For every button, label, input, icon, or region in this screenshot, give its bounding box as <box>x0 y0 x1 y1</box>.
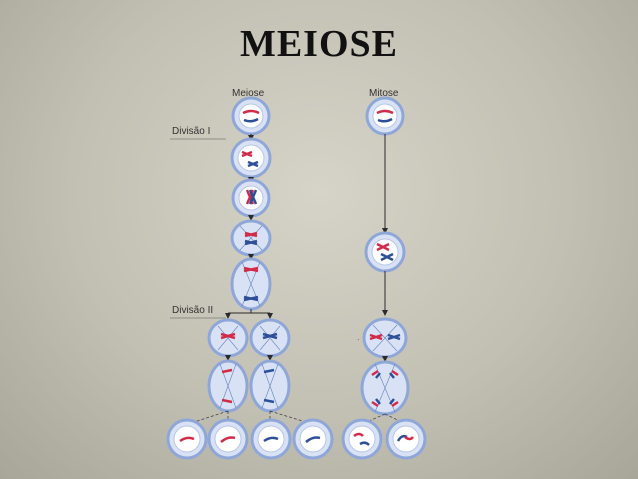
chromosome <box>404 435 414 441</box>
chromosome <box>371 400 399 408</box>
chromosome <box>221 368 233 374</box>
chromosome <box>244 239 258 246</box>
chromosome <box>353 432 364 438</box>
meiosis-cell-1 <box>231 96 271 136</box>
chromosome <box>243 266 259 273</box>
spindle <box>239 225 263 251</box>
division-two-label: Divisão II <box>172 305 213 316</box>
chromosome <box>375 398 395 405</box>
chromosome <box>369 333 383 341</box>
spindle <box>259 325 281 351</box>
mitosis-daughter-cell-2 <box>385 418 427 460</box>
chromosome <box>220 436 236 443</box>
mitosis-cell-4 <box>360 360 410 416</box>
meiosis-cell-2 <box>230 137 272 179</box>
chromosome <box>376 242 390 252</box>
chromosome <box>244 231 258 238</box>
meiosis-daughter-cell-3 <box>250 418 292 460</box>
chromosome <box>241 150 253 158</box>
meiosis-cell-7b <box>249 359 291 413</box>
chromosome <box>247 160 259 168</box>
mitosis-cell-2 <box>364 231 406 273</box>
chromosome <box>305 436 321 443</box>
spindle <box>372 324 398 352</box>
meiosis-cell-6a <box>207 318 249 358</box>
meiosis-cell-7a <box>207 359 249 413</box>
chromosome <box>387 333 401 341</box>
chromosome <box>220 332 236 340</box>
chromosome <box>359 441 370 446</box>
meiosis-cell-6b <box>249 318 291 358</box>
chromosome <box>375 372 395 379</box>
meiosis-cell-5 <box>230 257 272 311</box>
mitosis-cell-3 <box>362 317 408 359</box>
chromosome <box>371 369 399 377</box>
chromosome <box>243 117 259 123</box>
mitosis-header: Mitose <box>369 88 399 99</box>
mitosis-daughter-cell-1 <box>341 418 383 460</box>
spindle <box>217 325 239 351</box>
chromosome <box>263 398 275 404</box>
chromosome <box>243 295 259 302</box>
division-one-label: Divisão I <box>172 126 210 137</box>
slide-title: MEIOSE <box>239 23 399 65</box>
svg-text:·: · <box>357 335 360 344</box>
chromosome <box>380 252 394 262</box>
chromosome <box>248 189 258 205</box>
mitosis-cell-1 <box>365 96 405 136</box>
chromosome <box>242 109 260 115</box>
chromosome <box>179 436 195 443</box>
meiosis-header: Meiose <box>232 88 265 99</box>
chromosome <box>262 332 278 340</box>
chromosome <box>221 398 233 404</box>
chromosome <box>263 368 275 374</box>
meiosis-daughter-cell-2 <box>207 418 249 460</box>
chromosome <box>263 436 279 443</box>
chromosome <box>376 109 394 115</box>
chromosome <box>377 117 393 123</box>
meiosis-daughter-cell-1 <box>166 418 208 460</box>
meiosis-daughter-cell-4 <box>292 418 334 460</box>
meiosis-cell-3 <box>231 178 271 218</box>
meiosis-cell-4 <box>230 219 272 257</box>
